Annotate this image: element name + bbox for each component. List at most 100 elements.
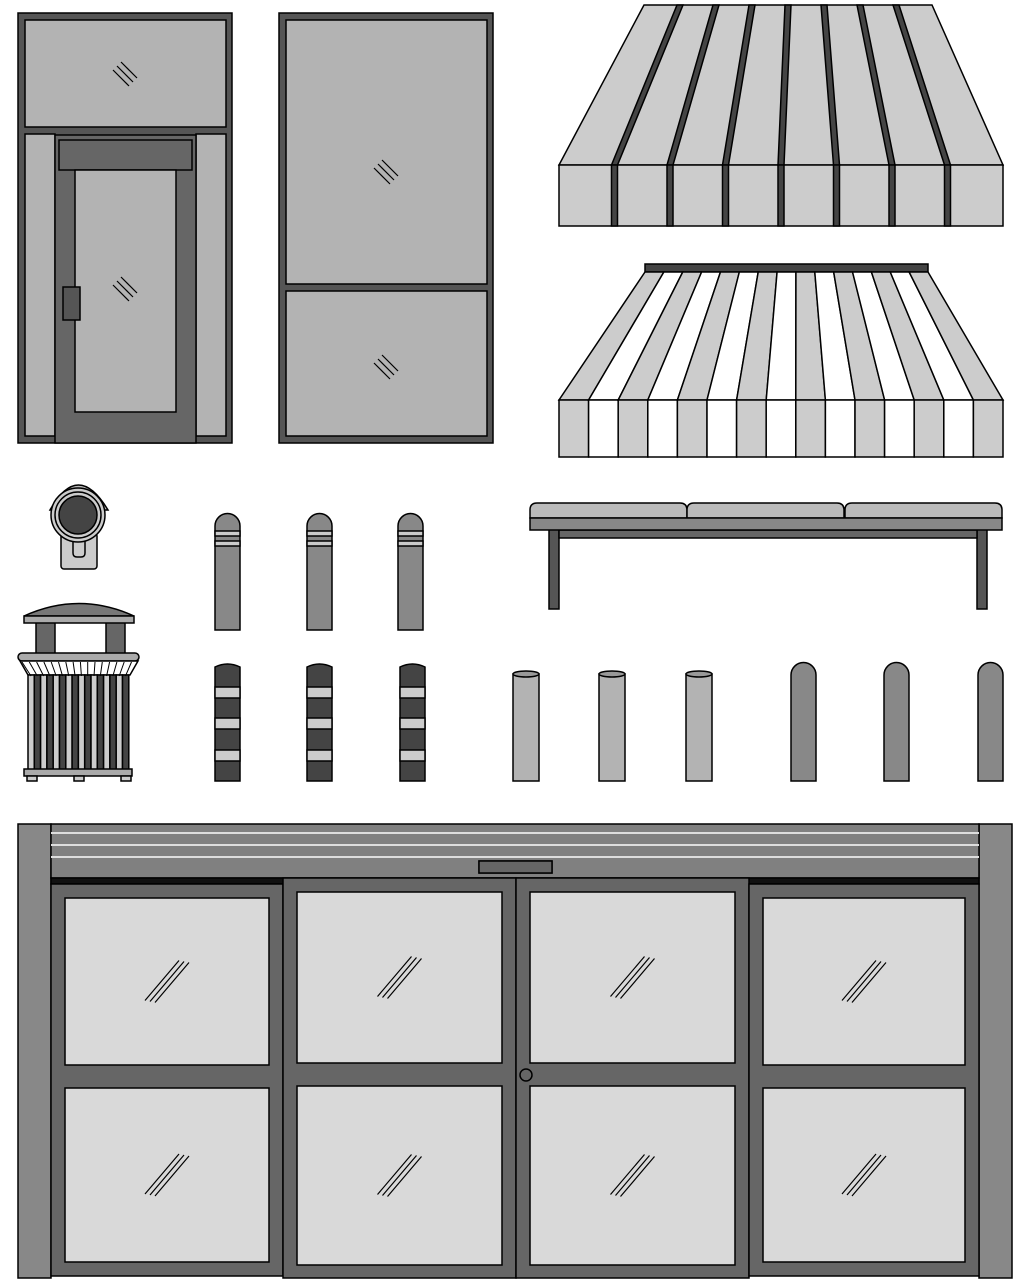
glass-glint-icon <box>610 1154 645 1195</box>
bollard <box>397 512 424 631</box>
awning-stripe <box>617 399 649 458</box>
glass-glint-icon <box>620 1156 655 1197</box>
glint-line <box>116 280 134 298</box>
glass-glint-icon <box>373 159 399 185</box>
door-sensor <box>478 860 553 874</box>
glass-glint-icon <box>851 962 887 1003</box>
glass-door <box>278 12 494 444</box>
glass-glint-icon <box>846 961 882 1002</box>
striped-bollard <box>306 663 333 782</box>
glint-line <box>381 159 399 177</box>
trash-rim-rib <box>93 661 96 677</box>
trash-slat <box>52 674 61 771</box>
bollard-band <box>397 530 424 537</box>
bollard-band <box>306 686 333 699</box>
awning-stripe <box>676 399 708 458</box>
trash-rim-rib <box>125 661 132 677</box>
glass-glint-icon <box>387 1156 422 1197</box>
round-bollard <box>883 661 910 782</box>
glass-glint-icon <box>144 1153 180 1195</box>
door-handle-icon[interactable] <box>519 1068 533 1082</box>
cylinder-bollard <box>598 670 626 782</box>
glint-line <box>112 69 130 87</box>
glint-line <box>120 276 138 294</box>
striped-awning-solid <box>557 4 1005 227</box>
trash-foot <box>73 775 85 782</box>
trash-slat <box>71 674 80 771</box>
trash-rim-rib <box>118 661 125 677</box>
trash-slat <box>109 674 117 771</box>
trash-rim-rib <box>79 661 82 677</box>
bollard-body <box>598 673 626 782</box>
trash-rim-rib <box>43 661 51 677</box>
awning-seam <box>943 164 952 227</box>
trash-rim-rib <box>65 661 70 677</box>
glass-glint-icon <box>373 354 399 380</box>
glass-glint-icon <box>841 1153 877 1195</box>
glint-line <box>377 163 395 181</box>
awning-stripe <box>765 399 797 458</box>
awning-stripe <box>795 399 827 458</box>
awning-seam <box>777 164 785 227</box>
glass-pane <box>296 891 503 1064</box>
trash-slat <box>96 674 105 771</box>
glint-line <box>373 167 391 185</box>
awning-stripe <box>558 399 590 458</box>
striped-bollard <box>399 663 426 782</box>
trash-slat <box>58 674 67 771</box>
bollard-cap <box>598 670 626 678</box>
trash-can <box>17 602 140 782</box>
bollard-band <box>214 530 241 537</box>
trash-rim-rib <box>21 661 32 677</box>
trash-slat <box>77 674 86 771</box>
awning-stripe <box>647 399 679 458</box>
glass-glint-icon <box>610 956 645 997</box>
awning-stripe <box>735 399 767 458</box>
trash-foot <box>120 775 132 782</box>
sliding-storefront-door <box>17 823 1013 1279</box>
trash-slat <box>121 674 130 771</box>
glass-glint-icon <box>615 957 650 998</box>
glass-glint-icon <box>149 1154 185 1196</box>
glint-line <box>377 358 395 376</box>
trash-slat <box>102 674 111 771</box>
glass-glint-icon <box>851 1155 887 1197</box>
awning-stripe <box>824 399 856 458</box>
glass-glint-icon <box>149 961 185 1002</box>
bollard-band <box>399 749 426 762</box>
awning-seam <box>610 164 619 227</box>
trash-rim-rib <box>36 661 45 677</box>
bollard-band <box>306 530 333 537</box>
bollard-band <box>306 540 333 547</box>
awning-stripe <box>943 399 975 458</box>
glass-glint-icon <box>387 958 422 999</box>
bollard-band <box>399 717 426 730</box>
glass-glint-icon <box>377 1154 412 1195</box>
glass-glint-icon <box>382 1155 417 1196</box>
glass-glint-icon <box>144 960 180 1001</box>
bollard <box>306 512 333 631</box>
trash-rim-rib <box>72 661 76 677</box>
trash-slat <box>115 674 124 771</box>
awning-seam <box>666 164 674 227</box>
glass-glint-icon <box>112 276 138 302</box>
trash-slat <box>39 674 48 771</box>
striped-awning-alternating <box>557 263 1005 458</box>
glint-line <box>373 362 391 380</box>
trash-slat <box>27 674 36 771</box>
cylinder-bollard <box>512 670 540 782</box>
awning-stripe <box>706 399 738 458</box>
glass-glint-icon <box>154 1155 190 1197</box>
awning-stripe <box>913 399 945 458</box>
trash-rim-rib <box>58 661 63 677</box>
glass-glint-icon <box>841 960 877 1001</box>
door-handle-icon[interactable] <box>62 286 81 321</box>
glass-glint-icon <box>620 958 655 999</box>
glint-line <box>120 61 138 79</box>
awning-seam <box>832 164 841 227</box>
striped-bollard <box>214 663 241 782</box>
glass-glint-icon <box>112 61 138 87</box>
bollards <box>214 512 1004 782</box>
bollard-band <box>306 749 333 762</box>
